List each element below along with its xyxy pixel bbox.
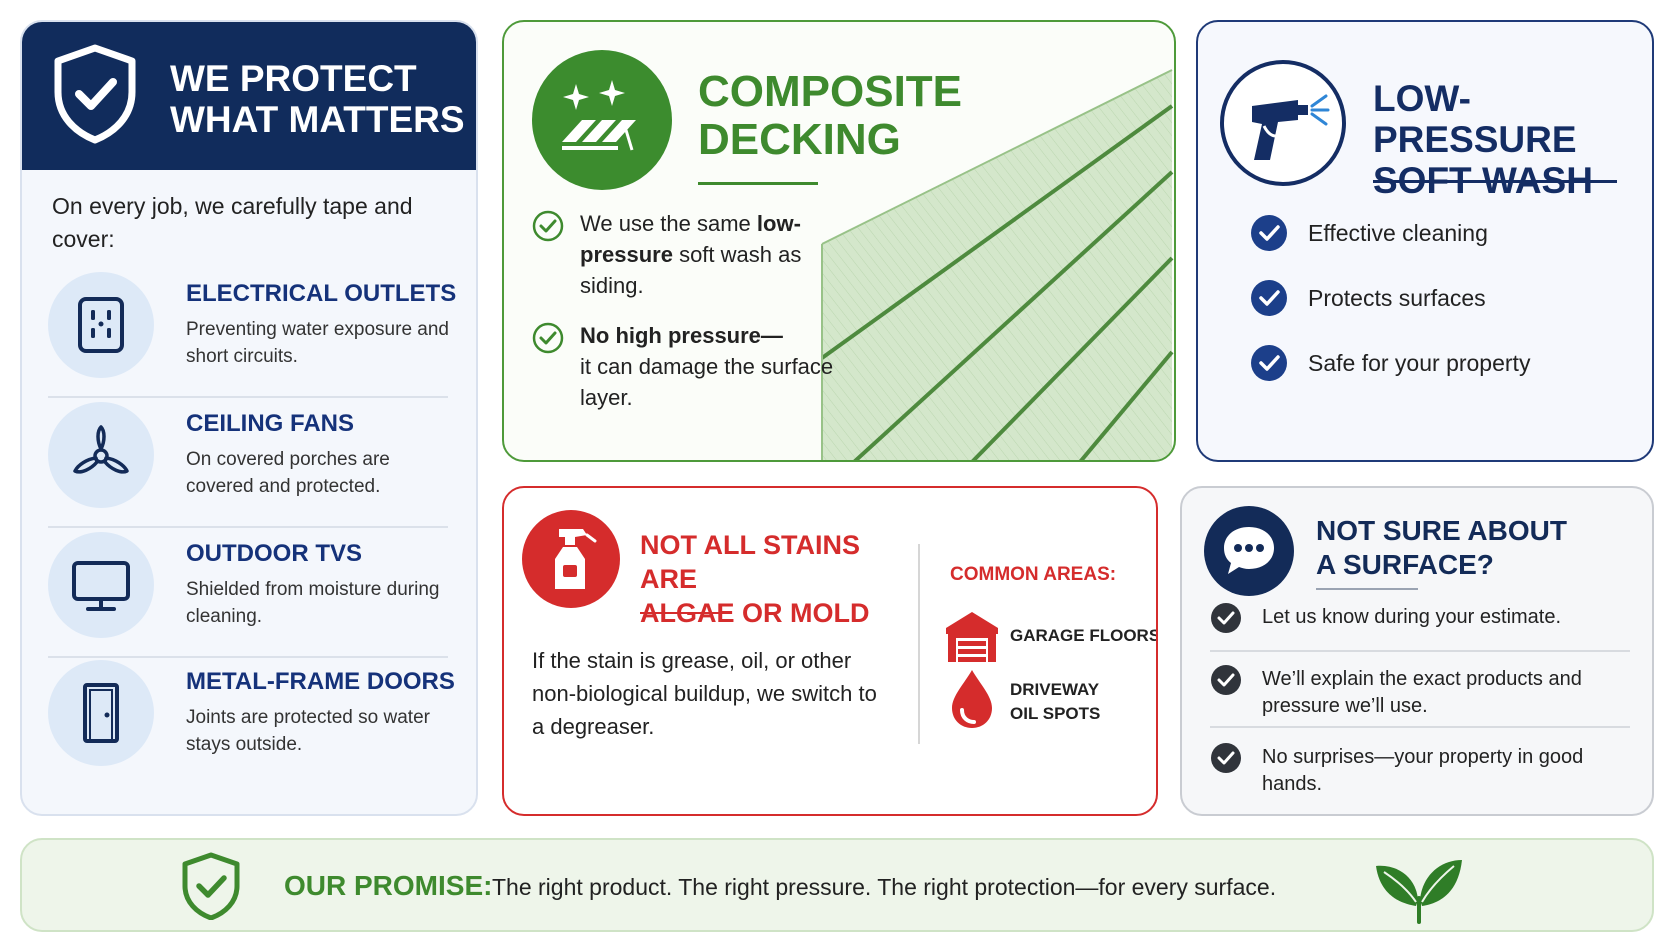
check-badge-icon (1211, 603, 1241, 633)
check-badge-icon (1251, 280, 1287, 316)
divider (1373, 180, 1617, 183)
promise-banner: OUR PROMISE: The right product. The righ… (20, 838, 1654, 932)
check-circle-icon (532, 322, 564, 354)
chat-bubble-icon (1224, 527, 1274, 574)
stains-title: NOT ALL STAINS ARE ALGAE OR MOLD (640, 530, 870, 628)
check-badge-icon (1211, 665, 1241, 695)
decking-boards-illustration (820, 69, 1174, 460)
promise-label: OUR PROMISE: (284, 870, 493, 901)
protect-item-name: OUTDOOR TVS (186, 540, 363, 567)
notsure-title: NOT SURE ABOUT A SURFACE? (1316, 515, 1567, 580)
divider (48, 396, 448, 398)
promise-text: The right product. The right pressure. T… (492, 874, 1277, 900)
leaf-icon (1376, 860, 1462, 924)
softwash-icon-circle (1220, 60, 1346, 186)
check-badge-icon (1251, 215, 1287, 251)
divider (48, 526, 448, 528)
stains-card: NOT ALL STAINS ARE ALGAE OR MOLD If the … (502, 486, 1158, 816)
protect-item-outlets: ELECTRICAL OUTLETS Preventing water expo… (48, 260, 456, 398)
divider (640, 612, 732, 614)
shield-check-icon (54, 44, 136, 144)
protect-intro: On every job, we carefully tape and cove… (52, 193, 413, 252)
stains-body: If the stain is grease, oil, or other no… (532, 648, 877, 739)
protect-title: WE PROTECT WHAT MATTERS (170, 58, 465, 140)
decking-sparkle-icon (562, 80, 636, 151)
divider (698, 182, 818, 185)
fan-icon (73, 425, 129, 474)
divider (918, 544, 920, 744)
divider (1210, 650, 1630, 652)
decking-icon-circle (532, 50, 672, 190)
pressure-washer-icon (1252, 94, 1330, 160)
protect-item-desc: Preventing water exposure and short circ… (186, 319, 449, 367)
protect-item-name: ELECTRICAL OUTLETS (186, 280, 457, 307)
protect-item-doors: METAL-FRAME DOORS Joints are protected s… (48, 648, 455, 786)
oil-drop-icon (952, 670, 992, 728)
softwash-card: LOW-PRESSURE SOFT WASH Effective cleanin… (1196, 20, 1654, 462)
decking-card: COMPOSITE DECKING We use the same low-pr… (502, 20, 1176, 462)
shield-check-icon (182, 852, 240, 920)
protect-item-fans: CEILING FANS On covered porches are cove… (48, 390, 448, 528)
tv-icon (72, 561, 130, 611)
outlet-icon (78, 297, 124, 353)
protect-header: WE PROTECT WHAT MATTERS (22, 22, 476, 170)
divider (1210, 726, 1630, 728)
divider (1316, 588, 1418, 590)
protect-card: WE PROTECT WHAT MATTERS On every job, we… (20, 20, 478, 816)
protect-item-desc: Shielded from moisture during cleaning. (186, 579, 440, 627)
divider (48, 656, 448, 658)
protect-item-desc: Joints are protected so water stays outs… (186, 707, 430, 755)
notsure-icon-circle (1204, 506, 1294, 596)
protect-item-desc: On covered porches are covered and prote… (186, 449, 390, 497)
softwash-title: LOW-PRESSURE SOFT WASH (1373, 78, 1593, 201)
protect-item-name: CEILING FANS (186, 410, 355, 437)
common-areas-heading: COMMON AREAS: (950, 564, 1117, 585)
garage-icon (946, 612, 998, 662)
notsure-card: NOT SURE ABOUT A SURFACE? Let us know du… (1180, 486, 1654, 816)
stains-icon-circle (522, 510, 620, 608)
decking-title: COMPOSITE DECKING (698, 67, 963, 164)
check-badge-icon (1211, 743, 1241, 773)
check-badge-icon (1251, 345, 1287, 381)
protect-item-tvs: OUTDOOR TVS Shielded from moisture durin… (48, 520, 448, 658)
check-circle-icon (532, 210, 564, 242)
protect-item-name: METAL-FRAME DOORS (186, 668, 455, 695)
door-icon (83, 683, 119, 743)
spray-bottle-icon (555, 529, 597, 589)
